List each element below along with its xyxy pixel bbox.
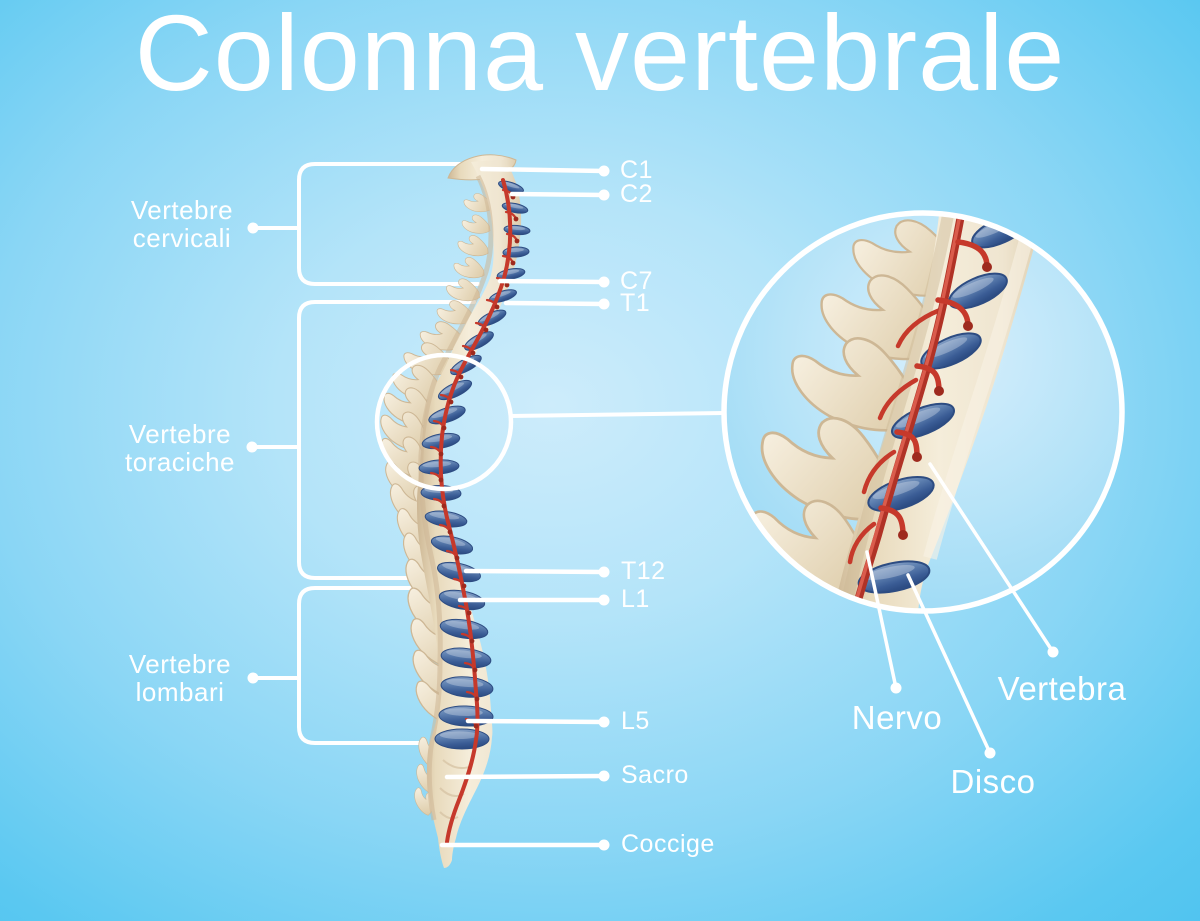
bracket-toraciche bbox=[297, 300, 476, 580]
label-sacro: Sacro bbox=[621, 760, 689, 789]
vertebral-column bbox=[417, 160, 522, 868]
label-vertebre-cervicali: Vertebre cervicali bbox=[62, 196, 302, 252]
section-brackets bbox=[250, 162, 480, 745]
label-vertebre-toraciche: Vertebre toraciche bbox=[60, 420, 300, 476]
label-vertebra: Vertebra bbox=[997, 670, 1127, 707]
magnified-inset bbox=[721, 210, 1125, 614]
section-pointer-dots bbox=[246, 222, 259, 684]
label-c2: C2 bbox=[620, 179, 653, 208]
vertebra-leader-lines bbox=[439, 166, 607, 848]
inset-pointer-lines bbox=[865, 462, 1055, 755]
label-t12: T12 bbox=[621, 556, 666, 585]
label-line: Vertebre bbox=[128, 419, 232, 449]
spine-illustration bbox=[380, 154, 531, 868]
bracket-lombari bbox=[297, 586, 452, 745]
magnifier-connector-line bbox=[509, 411, 725, 418]
label-line: Vertebre bbox=[130, 195, 234, 225]
label-line: toraciche bbox=[125, 447, 235, 477]
label-nervo: Nervo bbox=[851, 699, 943, 736]
magnifier-source-circle bbox=[374, 352, 514, 492]
label-l5: L5 bbox=[621, 706, 650, 735]
label-c1: C1 bbox=[620, 155, 653, 184]
inset-pointer-dots bbox=[890, 646, 1059, 759]
bracket-cervicali bbox=[297, 162, 480, 286]
page-title: Colonna vertebrale bbox=[134, 0, 1066, 113]
label-coccige: Coccige bbox=[621, 829, 715, 858]
label-disco: Disco bbox=[950, 763, 1036, 800]
label-vertebre-lombari: Vertebre lombari bbox=[60, 650, 300, 706]
label-line: lombari bbox=[135, 677, 225, 707]
label-c7: C7 bbox=[620, 266, 653, 295]
label-l1: L1 bbox=[621, 584, 650, 613]
label-line: cervicali bbox=[132, 223, 232, 253]
label-line: Vertebre bbox=[128, 649, 232, 679]
label-t1: T1 bbox=[620, 288, 651, 317]
vertebra-leader-dots bbox=[598, 165, 610, 851]
nerve-chain bbox=[438, 178, 513, 844]
